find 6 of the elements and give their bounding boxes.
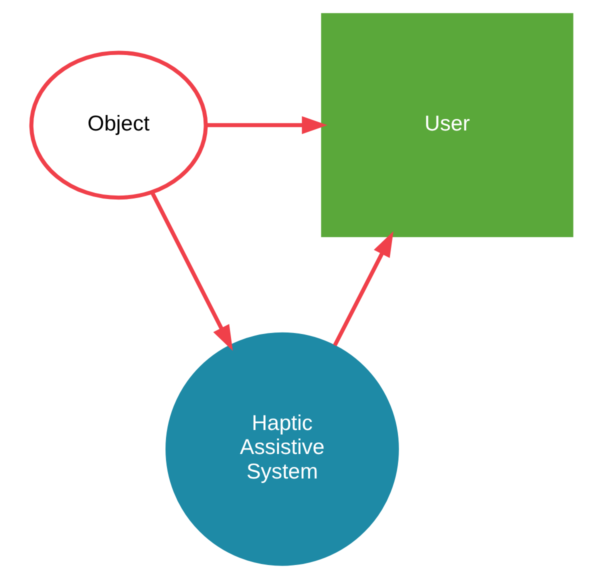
- node-ellipse: Object: [29, 50, 208, 200]
- node-box: User: [321, 13, 574, 238]
- arrow: [333, 231, 394, 346]
- arrow: [150, 191, 233, 351]
- arrow: [206, 116, 328, 134]
- node-circle: Haptic Assistive System: [166, 332, 399, 566]
